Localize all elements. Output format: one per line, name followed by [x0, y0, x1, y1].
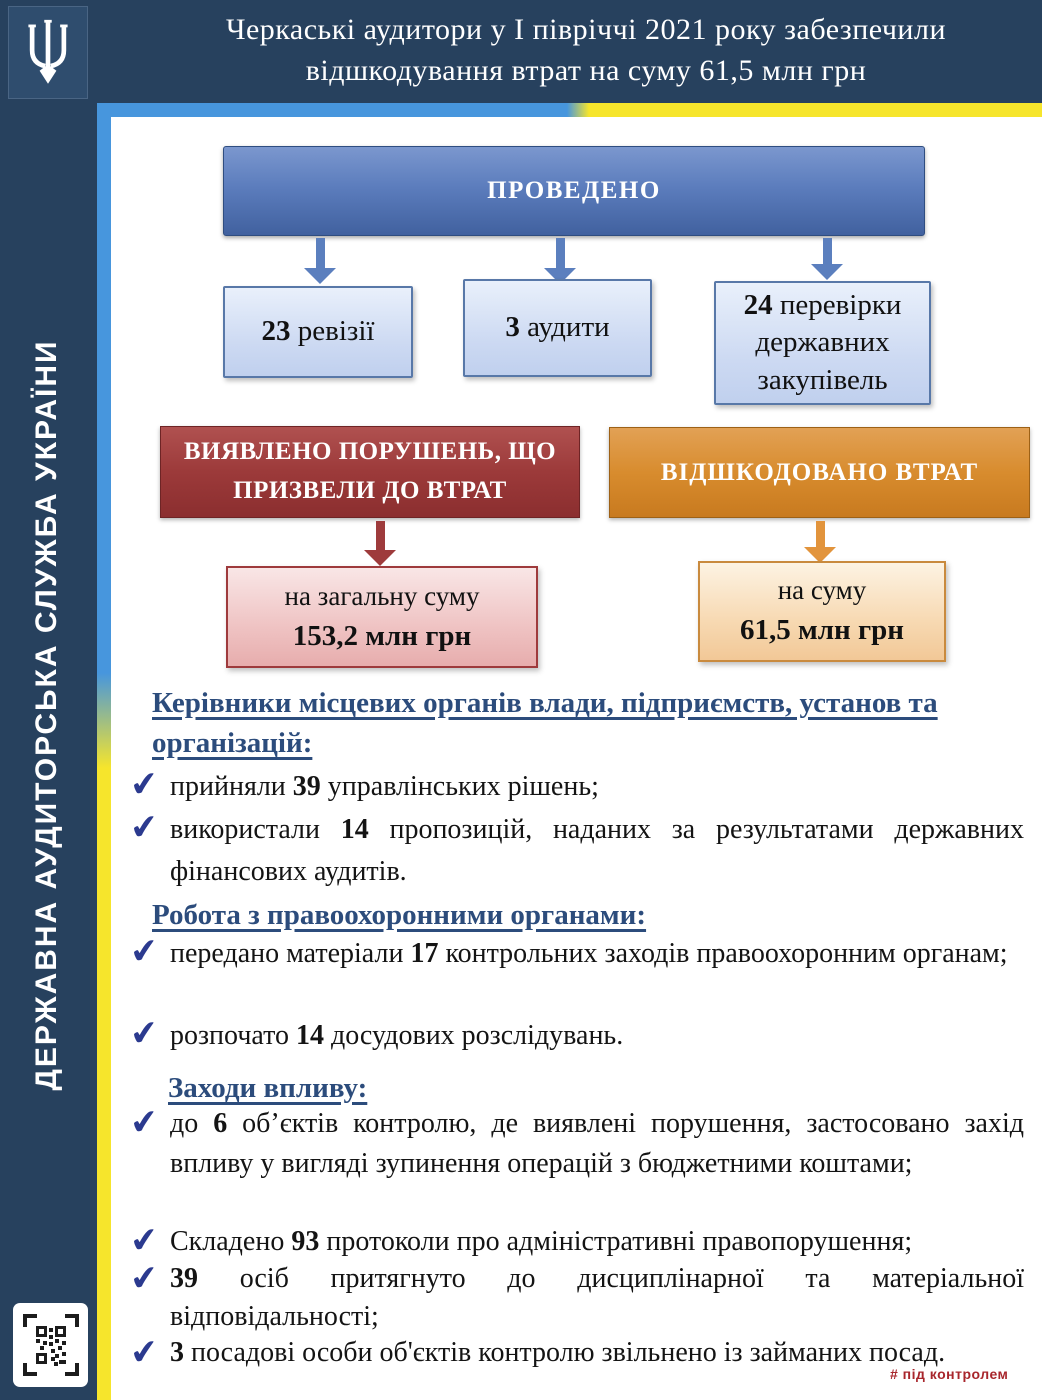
sidebar-band: [0, 0, 97, 1400]
audits-label: аудити: [519, 311, 610, 344]
checkmark-icon: ✔: [128, 806, 161, 849]
audits-count: 3: [505, 311, 520, 344]
organization-name: ДЕРЖАВНА АУДИТОРСЬКА СЛУЖБА УКРАЇНИ: [30, 339, 63, 1091]
violations-header: ВИЯВЛЕНО ПОРУШЕНЬ, ЩО ПРИЗВЕЛИ ДО ВТРАТ: [183, 438, 557, 504]
arrow-down-icon: [804, 521, 836, 563]
list-item: ✔ Складено 93 протоколи про адміністрати…: [128, 1219, 913, 1262]
list-item: ✔ до 6 об’єктів контролю, де виявлені по…: [128, 1101, 1024, 1179]
checkmark-icon: ✔: [128, 1331, 161, 1374]
header-band: [0, 0, 1042, 103]
conducted-label: ПРОВЕДЕНО: [487, 177, 661, 204]
violations-sum: 153,2 млн грн: [292, 619, 472, 652]
trident-emblem-graphic: [28, 19, 68, 84]
flag-stripe-vertical: [97, 103, 111, 1400]
list-item: ✔ 3 посадові особи об'єктів контролю зві…: [128, 1331, 946, 1374]
violations-sum-prefix: на загальну суму: [284, 580, 480, 611]
checkmark-icon: ✔: [128, 1012, 161, 1055]
qr-code-icon: [13, 1303, 88, 1387]
stat-box-revisions: 23 ревізії: [223, 286, 413, 378]
list-item: ✔ прийняли 39 управлінських рішень;: [128, 763, 599, 806]
reimbursed-sum: 61,5 млн грн: [740, 614, 904, 647]
arrow-down-icon: [811, 238, 843, 280]
checkmark-icon: ✔: [128, 1101, 161, 1144]
page-title-line2: відшкодування втрат на суму 61,5 млн грн: [305, 54, 867, 87]
stat-box-audits: 3 аудити: [463, 279, 652, 377]
section-heading-managers: Керівники місцевих органів влади, підпри…: [152, 687, 938, 759]
hashtag-label: # під контролем: [890, 1366, 1009, 1382]
reimbursed-box: ВІДШКОДОВАНО ВТРАТ: [609, 427, 1030, 518]
violations-box: ВИЯВЛЕНО ПОРУШЕНЬ, ЩО ПРИЗВЕЛИ ДО ВТРАТ: [160, 426, 580, 518]
page-title-line1: Черкаські аудитори у І півріччі 2021 рок…: [225, 13, 947, 46]
section-heading-enforcement-measures: Заходи впливу:: [168, 1072, 368, 1104]
checkmark-icon: ✔: [128, 1257, 161, 1300]
procurement-count: 24: [743, 289, 773, 322]
list-item: ✔ передано матеріали 17 контрольних захо…: [128, 930, 1008, 973]
checkmark-icon: ✔: [128, 763, 161, 806]
qr-code-graphic: [22, 1314, 79, 1376]
revisions-count: 23: [261, 315, 291, 348]
list-item: ✔ використали 14 пропозицій, наданих за …: [128, 806, 1024, 887]
stat-box-procurement-checks: 24 перевірки державних закупівель: [714, 281, 931, 405]
reimbursed-sum-box: на суму 61,5 млн грн: [698, 561, 946, 662]
checkmark-icon: ✔: [128, 930, 161, 973]
arrow-down-icon: [304, 238, 336, 284]
reimbursed-header: ВІДШКОДОВАНО ВТРАТ: [660, 458, 979, 486]
reimbursed-sum-prefix: на суму: [777, 575, 867, 606]
procurement-label: перевірки державних закупівель: [755, 289, 902, 396]
list-item: ✔ розпочато 14 досудових розслідувань.: [128, 1012, 624, 1055]
list-item: ✔ 39 осіб притягнуто до дисциплінарної т…: [128, 1257, 1024, 1332]
ukrainian-trident-icon: [8, 6, 88, 99]
section-heading-law-enforcement: Робота з правоохоронними органами:: [152, 899, 647, 931]
arrow-down-icon: [364, 521, 396, 566]
page-title: Черкаські аудитори у І півріччі 2021 рок…: [140, 9, 1032, 91]
conducted-box: ПРОВЕДЕНО: [223, 146, 925, 236]
flag-stripe-horizontal: [97, 103, 1042, 117]
arrow-down-icon: [544, 238, 576, 284]
violations-sum-box: на загальну суму 153,2 млн грн: [226, 566, 538, 668]
checkmark-icon: ✔: [128, 1219, 161, 1262]
revisions-label: ревізії: [290, 315, 375, 348]
